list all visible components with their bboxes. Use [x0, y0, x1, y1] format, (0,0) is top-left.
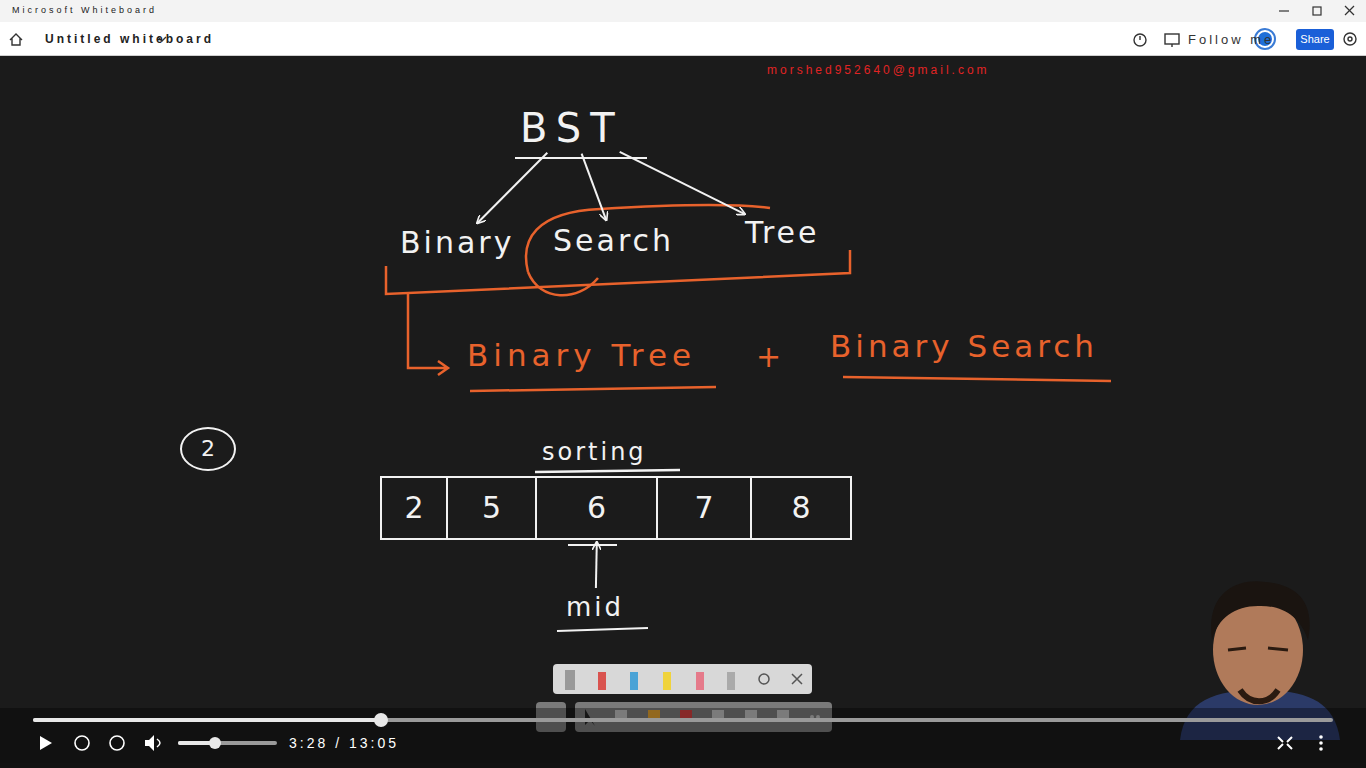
array-cell: 6	[537, 478, 658, 538]
underline	[557, 628, 648, 631]
bst-word: BST	[518, 106, 626, 150]
cell-value: 6	[587, 493, 606, 523]
window-controls	[1279, 6, 1354, 15]
formula-term: Binary Search	[830, 331, 1098, 362]
underline	[515, 157, 647, 159]
pen-toolbar	[553, 664, 812, 694]
formula-term: Binary Tree	[467, 340, 696, 371]
node-text: Share	[1300, 34, 1329, 45]
array-cell: 8	[752, 478, 850, 538]
arrow-connector	[595, 542, 598, 588]
node-text: Search	[553, 223, 674, 258]
arrow-connector	[620, 152, 745, 214]
binary-word: Binary	[398, 226, 517, 260]
app-bar-border	[0, 55, 1366, 56]
bracket-arrow	[408, 294, 448, 375]
cell-value: 5	[482, 493, 501, 523]
title-bar	[0, 0, 1366, 22]
progress-track	[33, 718, 1333, 722]
array-cell: 2	[382, 478, 448, 538]
node-text: 2	[201, 438, 215, 460]
underline	[568, 544, 617, 546]
progress-knob	[374, 713, 388, 727]
arrow-connector	[477, 153, 547, 223]
app-bar	[0, 22, 1366, 56]
array-box: sorting25678	[380, 476, 852, 540]
formula-plus: +	[756, 342, 784, 372]
cell-value: 7	[694, 493, 713, 523]
volume-track	[178, 741, 277, 745]
underline	[470, 387, 716, 391]
pen-icons	[565, 670, 802, 690]
watermark-email: morshed952640@gmail.com	[767, 64, 990, 76]
progress-played	[33, 718, 381, 722]
node-text: Binary	[400, 225, 514, 260]
window-title: Microsoft Whiteboard	[12, 6, 157, 15]
video-time: 3:28 / 13:05	[289, 736, 399, 750]
cell-value: 8	[791, 493, 810, 523]
player-bar	[0, 708, 1366, 768]
node-text: sorting	[542, 440, 647, 464]
search-word: Search	[551, 224, 677, 258]
array-cell: 5	[448, 478, 537, 538]
array-cell: 7	[658, 478, 752, 538]
circled-number: 2	[180, 427, 236, 471]
underline	[535, 470, 680, 472]
highlight-loop	[526, 205, 770, 272]
app-icons	[10, 33, 1356, 47]
cell-value: 2	[404, 493, 423, 523]
player-icons	[40, 735, 1323, 751]
follow-me-label: Follow me	[1188, 33, 1274, 46]
underline	[843, 377, 1111, 381]
node-text: Tree	[745, 215, 820, 250]
node-text: mid	[566, 592, 624, 622]
share-button: Share	[1296, 29, 1334, 50]
node-text: BST	[520, 105, 624, 151]
arrow-connector	[582, 154, 607, 221]
pointer-label: mid	[564, 592, 627, 622]
tree-word: Tree	[743, 216, 822, 250]
volume-knob	[209, 737, 221, 749]
document-title: Untitled whiteboard	[45, 33, 214, 45]
